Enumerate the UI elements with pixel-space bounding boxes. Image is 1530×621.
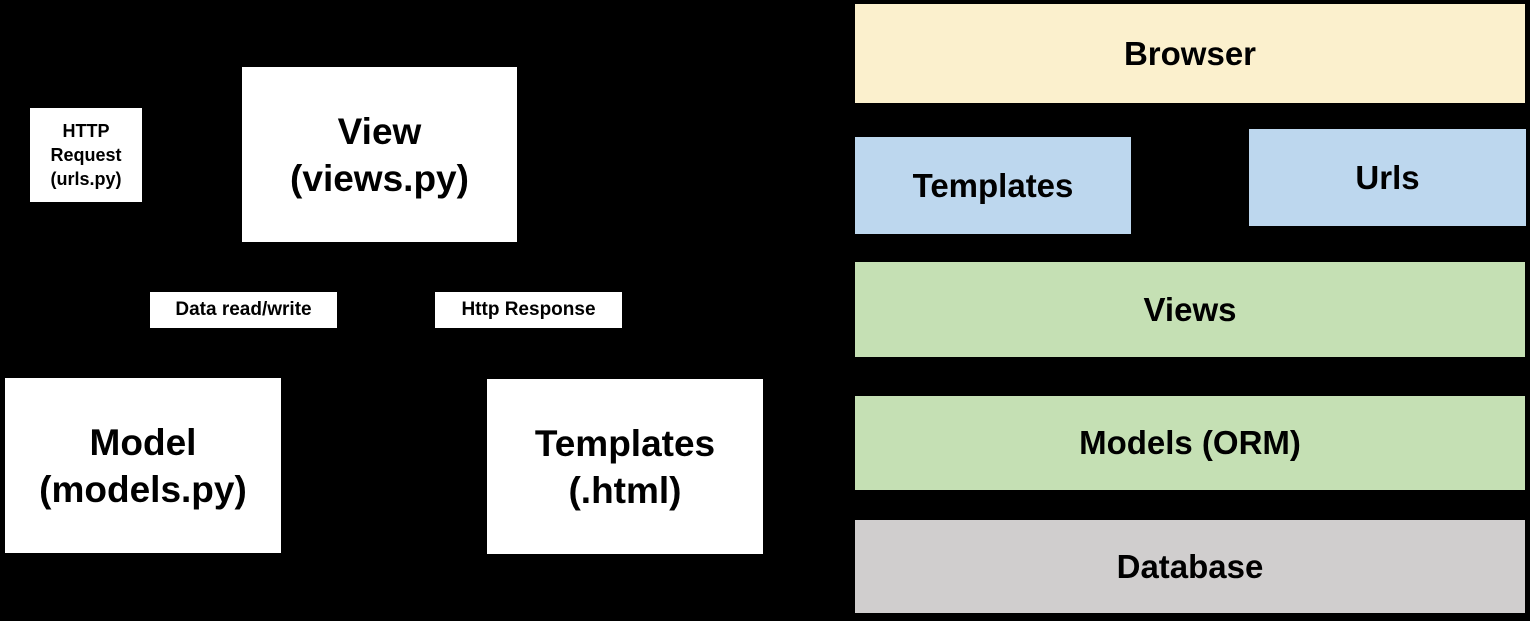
http-response-label: Http Response xyxy=(435,292,622,328)
layer-views: Views xyxy=(855,262,1525,357)
layer-templates: Templates xyxy=(855,137,1131,234)
layer-browser: Browser xyxy=(855,4,1525,103)
layer-urls: Urls xyxy=(1249,129,1526,226)
model-box: Model (models.py) xyxy=(5,378,281,553)
templates-html-box: Templates (.html) xyxy=(487,379,763,554)
data-read-write-label: Data read/write xyxy=(150,292,337,328)
view-box: View (views.py) xyxy=(242,67,517,242)
layer-models-orm: Models (ORM) xyxy=(855,396,1525,490)
layer-database: Database xyxy=(855,520,1525,613)
http-request-box: HTTP Request (urls.py) xyxy=(30,108,142,202)
